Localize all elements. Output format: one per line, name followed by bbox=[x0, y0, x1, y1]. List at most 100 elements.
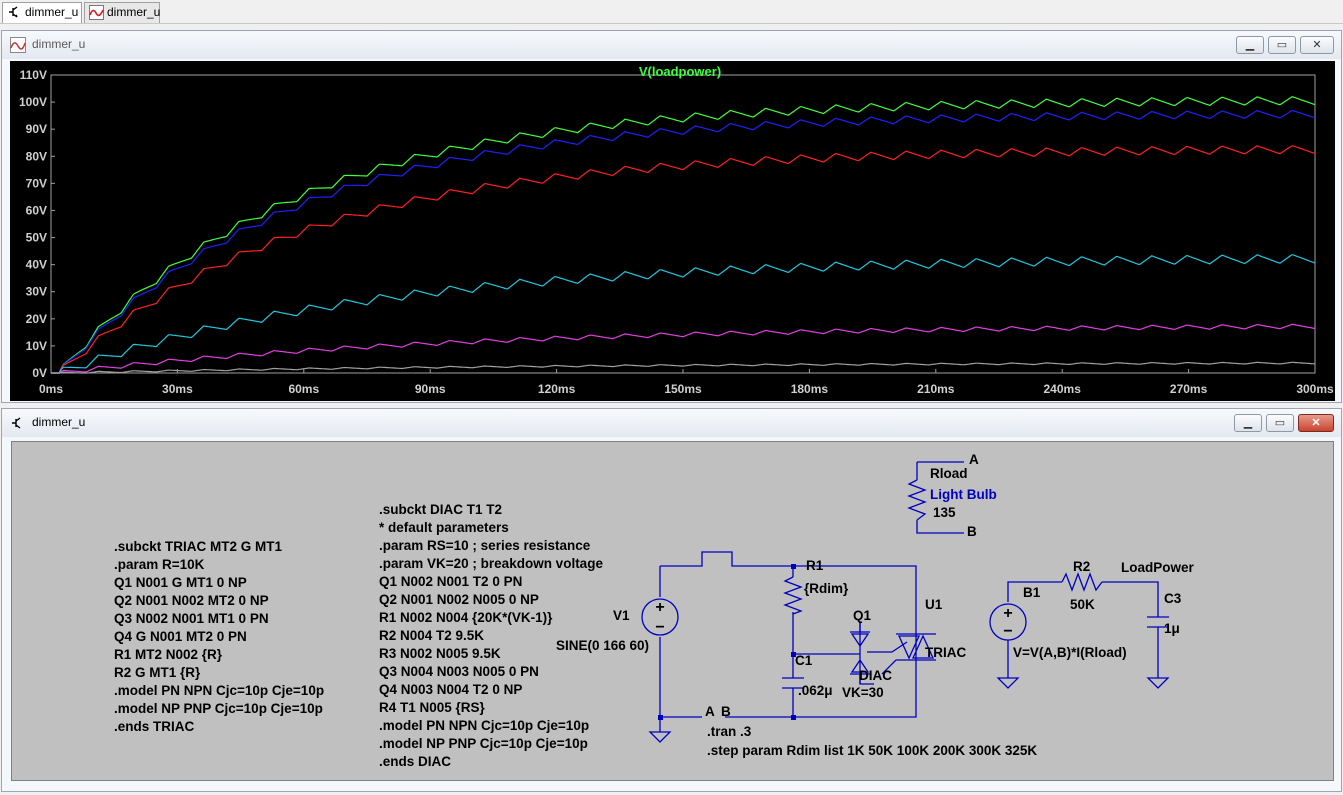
c1-name[interactable]: C1 bbox=[795, 653, 813, 668]
x-tick-label: 60ms bbox=[288, 382, 319, 396]
x-tick-label: 270ms bbox=[1170, 382, 1208, 396]
tab-schematic[interactable]: dimmer_u bbox=[2, 2, 82, 23]
trace-line-1[interactable] bbox=[51, 109, 1316, 374]
diac-netlist[interactable]: .subckt DIAC T1 T2* default parameters.p… bbox=[379, 501, 603, 771]
r1-value[interactable]: {Rdim} bbox=[804, 581, 849, 596]
b1-name[interactable]: B1 bbox=[1023, 585, 1041, 600]
tab-waveform[interactable]: dimmer_u bbox=[84, 2, 160, 23]
netlist-line: .param RS=10 ; series resistance bbox=[379, 538, 591, 553]
schematic-window-titlebar[interactable]: dimmer_u ▁ ▭ ✕ bbox=[2, 409, 1341, 437]
x-tick-label: 90ms bbox=[415, 382, 446, 396]
y-tick-label: 30V bbox=[26, 285, 47, 299]
main-wire-top bbox=[659, 551, 917, 622]
c3-value[interactable]: 1μ bbox=[1164, 621, 1180, 636]
u1-name[interactable]: U1 bbox=[925, 597, 943, 612]
trace-line-0[interactable] bbox=[51, 96, 1316, 374]
y-tick-label: 40V bbox=[26, 258, 47, 272]
netlist-line: R1 N002 N004 {20K*(VK-1)} bbox=[379, 610, 553, 625]
minimize-button[interactable]: ▁ bbox=[1236, 36, 1264, 54]
v1-name[interactable]: V1 bbox=[613, 608, 630, 623]
y-tick-label: 110V bbox=[20, 68, 47, 82]
y-tick-label: 10V bbox=[26, 339, 47, 353]
minus-sign-b1: − bbox=[1003, 623, 1012, 640]
x-tick-label: 120ms bbox=[538, 382, 576, 396]
bottom-wire bbox=[725, 674, 917, 718]
q1-name[interactable]: Q1 bbox=[853, 608, 872, 623]
b1-value[interactable]: V=V(A,B)*I(Rload) bbox=[1013, 645, 1127, 660]
minimize-button[interactable]: ▁ bbox=[1234, 414, 1262, 432]
netlist-line: Q1 N001 G MT1 0 NP bbox=[114, 575, 247, 590]
rload-resistor bbox=[907, 479, 927, 521]
schematic-icon bbox=[9, 6, 18, 18]
document-tab-bar: dimmer_u dimmer_u bbox=[0, 0, 1343, 24]
netlist-line: Q2 N001 N002 MT2 0 NP bbox=[114, 593, 269, 608]
schematic-canvas[interactable]: + − + − .subckt TRIAC MT2 G MT1.param R=… bbox=[11, 441, 1334, 781]
trace-title[interactable]: V(loadpower) bbox=[639, 64, 721, 79]
step-directive[interactable]: .step param Rdim list 1K 50K 100K 200K 3… bbox=[707, 743, 1038, 758]
node-label-a: A bbox=[969, 452, 979, 467]
c3-name[interactable]: C3 bbox=[1164, 591, 1182, 606]
schematic-drawing[interactable]: + − + − bbox=[12, 442, 1335, 782]
y-tick-label: 20V bbox=[26, 312, 47, 326]
c3-plates bbox=[1147, 616, 1169, 628]
rload-name[interactable]: Rload bbox=[930, 466, 968, 481]
y-tick-label: 90V bbox=[26, 122, 47, 136]
u1-model[interactable]: TRIAC bbox=[925, 645, 967, 660]
y-tick-label: 60V bbox=[26, 203, 47, 217]
trace-line-4[interactable] bbox=[51, 323, 1316, 374]
r2-value[interactable]: 50K bbox=[1070, 597, 1095, 612]
y-tick-label: 100V bbox=[19, 95, 47, 109]
schematic-window: dimmer_u ▁ ▭ ✕ bbox=[1, 408, 1342, 792]
b1-wire bbox=[1007, 581, 1159, 678]
c1-value[interactable]: .062μ bbox=[798, 683, 833, 698]
x-tick-label: 180ms bbox=[791, 382, 829, 396]
x-tick-label: 240ms bbox=[1044, 382, 1082, 396]
rload-value[interactable]: 135 bbox=[933, 505, 956, 520]
netlist-line: .ends DIAC bbox=[379, 754, 452, 769]
trace-line-3[interactable] bbox=[51, 254, 1316, 374]
netlist-line: Q4 N003 N004 T2 0 NP bbox=[379, 682, 523, 697]
x-tick-label: 210ms bbox=[917, 382, 955, 396]
trace-line-2[interactable] bbox=[51, 145, 1316, 374]
net-label-loadpower[interactable]: LoadPower bbox=[1121, 560, 1194, 575]
tab-label: dimmer_u bbox=[107, 5, 161, 19]
netlist-line: R4 T1 N005 {RS} bbox=[379, 700, 485, 715]
netlist-line: .model NP PNP Cjc=10p Cje=10p bbox=[379, 736, 588, 751]
restore-button[interactable]: ▭ bbox=[1268, 36, 1296, 54]
waveform-icon bbox=[89, 5, 104, 20]
r2-name[interactable]: R2 bbox=[1073, 559, 1091, 574]
junction bbox=[791, 564, 796, 569]
plot-window-titlebar[interactable]: dimmer_u ▁ ▭ ✕ bbox=[2, 31, 1341, 59]
q1-model[interactable]: DIAC bbox=[859, 668, 892, 683]
netlist-line: .param VK=20 ; breakdown voltage bbox=[379, 556, 603, 571]
netlist-line: * default parameters bbox=[379, 520, 509, 535]
q1-param[interactable]: VK=30 bbox=[842, 685, 884, 700]
x-tick-label: 300ms bbox=[1296, 382, 1334, 396]
rload-description[interactable]: Light Bulb bbox=[930, 487, 997, 502]
close-button[interactable]: ✕ bbox=[1300, 36, 1334, 54]
v1-value[interactable]: SINE(0 166 60) bbox=[556, 638, 650, 653]
tran-directive[interactable]: .tran .3 bbox=[707, 724, 752, 739]
junction bbox=[791, 652, 796, 657]
r1-resistor bbox=[783, 576, 803, 615]
r1-name[interactable]: R1 bbox=[806, 558, 824, 573]
schematic-window-title: dimmer_u bbox=[32, 415, 86, 429]
ground-c3 bbox=[1146, 677, 1170, 689]
trace-line-5[interactable] bbox=[51, 361, 1316, 374]
triac-symbol bbox=[881, 622, 936, 675]
netlist-line: .model PN NPN Cjc=10p Cje=10p bbox=[379, 718, 590, 733]
x-tick-label: 150ms bbox=[664, 382, 702, 396]
netlist-line: Q4 G N001 MT2 0 PN bbox=[114, 629, 247, 644]
node-label-a-bottom: A bbox=[705, 704, 715, 719]
netlist-line: .subckt TRIAC MT2 G MT1 bbox=[114, 539, 283, 554]
schematic-window-icon bbox=[12, 417, 21, 429]
restore-button[interactable]: ▭ bbox=[1266, 414, 1294, 432]
close-button[interactable]: ✕ bbox=[1298, 414, 1334, 432]
c1-plates bbox=[782, 677, 804, 689]
v1-circle bbox=[641, 598, 679, 636]
rload-wire bbox=[916, 461, 964, 534]
netlist-line: Q2 N001 N002 N005 0 NP bbox=[379, 592, 539, 607]
